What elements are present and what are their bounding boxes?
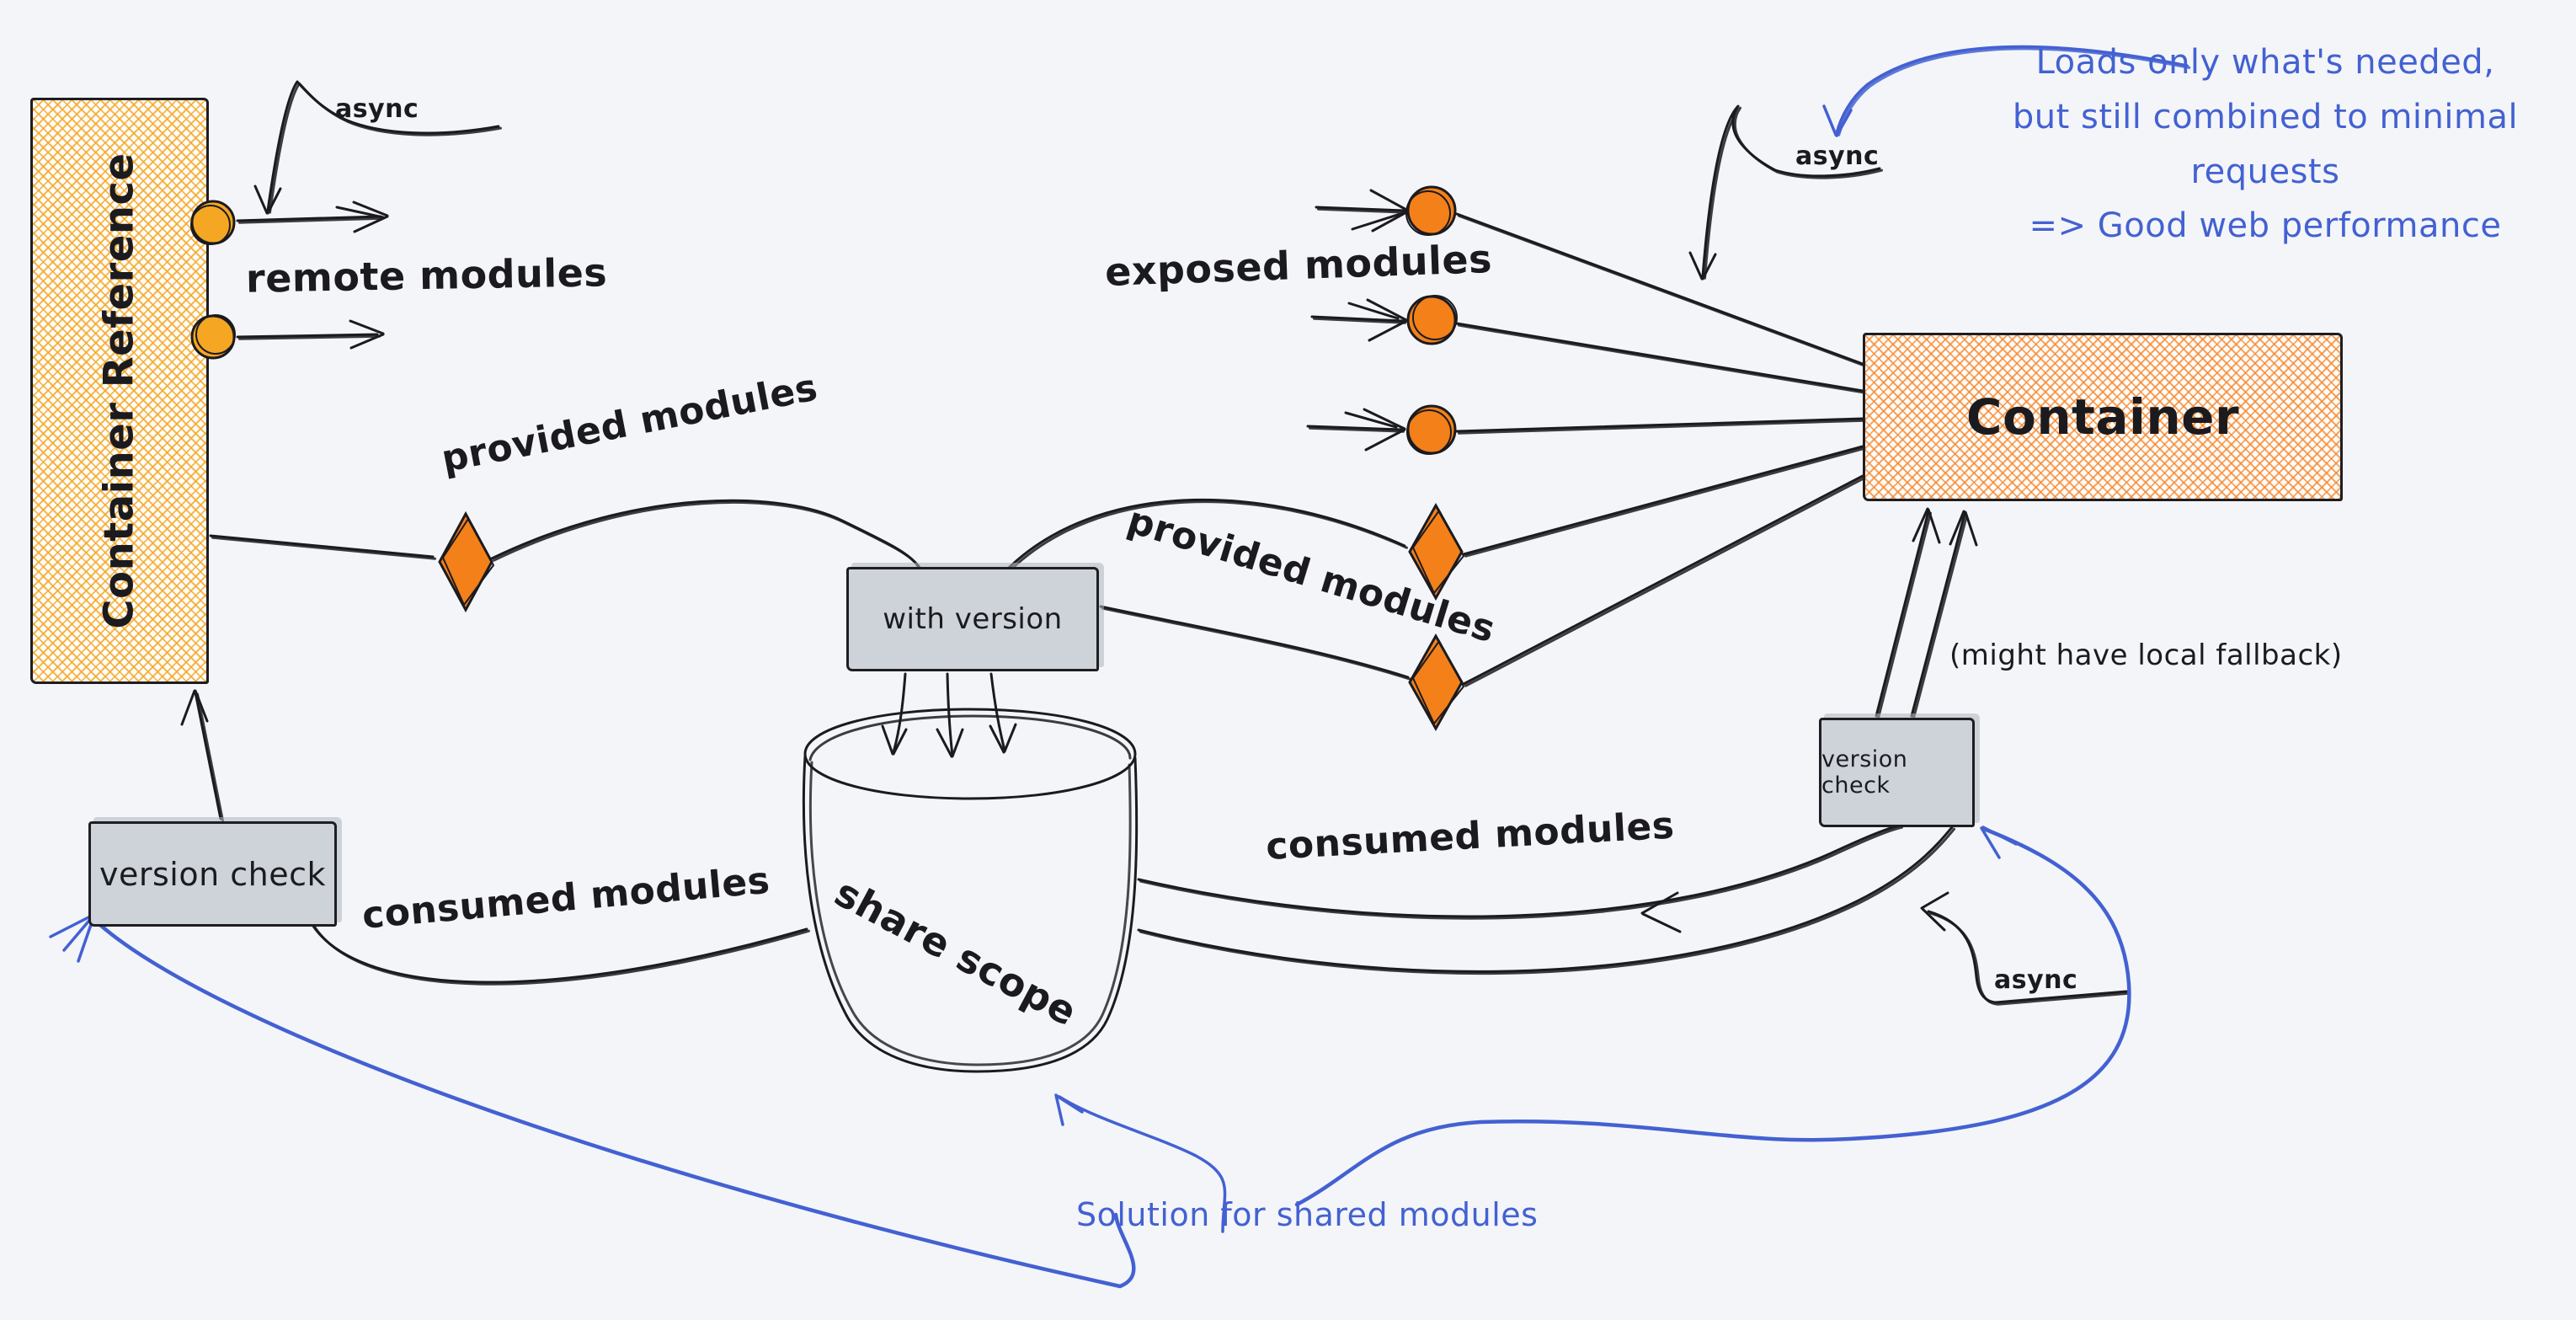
node-container-reference[interactable]: Container Reference [30,98,209,684]
edge-circle1-container [1455,212,1864,366]
async-label-top-right: async [1795,142,1880,171]
edge-withversion-diamond1 [1006,498,1406,570]
shared-modules-note: Solution for shared modules [1076,1196,1539,1233]
edge-withversion-diamond2 [1099,605,1410,679]
performance-note: Loads only what's needed, but still comb… [1954,35,2576,254]
performance-note-line-2: but still combined to minimal requests [2012,97,2519,191]
with-version-label: with version [883,602,1063,636]
exposed-module-circle-3[interactable] [1406,404,1457,455]
edge-diamond-withversion [493,500,923,572]
version-check-right-label: version check [1821,746,1908,799]
exposed-module-circle-1[interactable] [1405,185,1457,236]
exposed-arrow-2-icon [1310,298,1408,342]
share-scope-pot[interactable] [802,708,1139,1073]
edge-circle3-container [1455,417,1864,433]
edge-consumed-right-lower [1137,826,1955,975]
edge-diamond-withversion [490,499,921,570]
edge-withversion-diamond2 [1101,607,1411,681]
performance-note-line-1: Loads only what's needed, [2035,43,2495,82]
edge-containerref-diamond [209,534,435,558]
version-check-left-label: version check [99,855,326,893]
provided-diamond-left[interactable] [438,510,495,613]
performance-note-line-3: => Good web performance [2029,206,2502,246]
node-container[interactable]: Container [1863,333,2343,501]
edge-containerref-diamond [211,536,436,560]
edge-consumed-left [308,919,808,984]
edge-circle2-container [1455,322,1864,393]
blue-arrow-versioncheck-right-icon [1294,826,2131,1207]
exposed-arrow-3-icon [1306,408,1406,452]
blue-arrow-versioncheck-left-icon [49,914,1136,1289]
edge-circle3-container [1458,419,1866,435]
edge-diamond2-container [1462,474,1864,686]
container-reference-label: Container Reference [96,152,144,629]
versioncheck-container-arrows-icon [1875,507,1978,719]
edge-circle2-container [1458,323,1866,394]
remote-module-arrow-top-icon [236,200,389,233]
edge-diamond2-container [1464,476,1866,687]
exposed-arrow-1-icon [1315,189,1410,232]
edge-consumed-right-upper [1137,824,1903,933]
remote-modules-label: remote modules [245,249,608,302]
node-with-version[interactable]: with version [846,567,1099,671]
edge-diamond1-container [1462,445,1864,556]
async-pointer-top-right-icon [1688,104,1883,281]
exposed-module-circle-2[interactable] [1406,295,1458,345]
async-pointer-top-left-icon [253,80,502,215]
async-pointer-bottom-right-icon [1927,910,2130,1006]
local-fallback-note: (might have local fallback) [1949,639,2343,672]
node-version-check-right[interactable]: version check [1819,718,1975,827]
async-label-top-left: async [335,94,419,124]
withversion-sharescope-arrows-icon [881,672,1017,758]
remote-module-arrow-bottom-icon [236,319,385,350]
blue-arrow-sharescope-icon [1054,1093,1227,1233]
edge-diamond1-container [1464,446,1866,558]
container-label: Container [1965,388,2240,446]
async-label-bottom-right: async [1994,965,2078,995]
node-version-check-left[interactable]: version check [88,821,337,927]
provided-diamond-right-1[interactable] [1408,502,1465,601]
blue-note-pointer-top-icon [1822,45,2191,137]
provided-diamond-right-2[interactable] [1408,633,1465,732]
versioncheck-containerref-arrow-icon [180,689,224,822]
